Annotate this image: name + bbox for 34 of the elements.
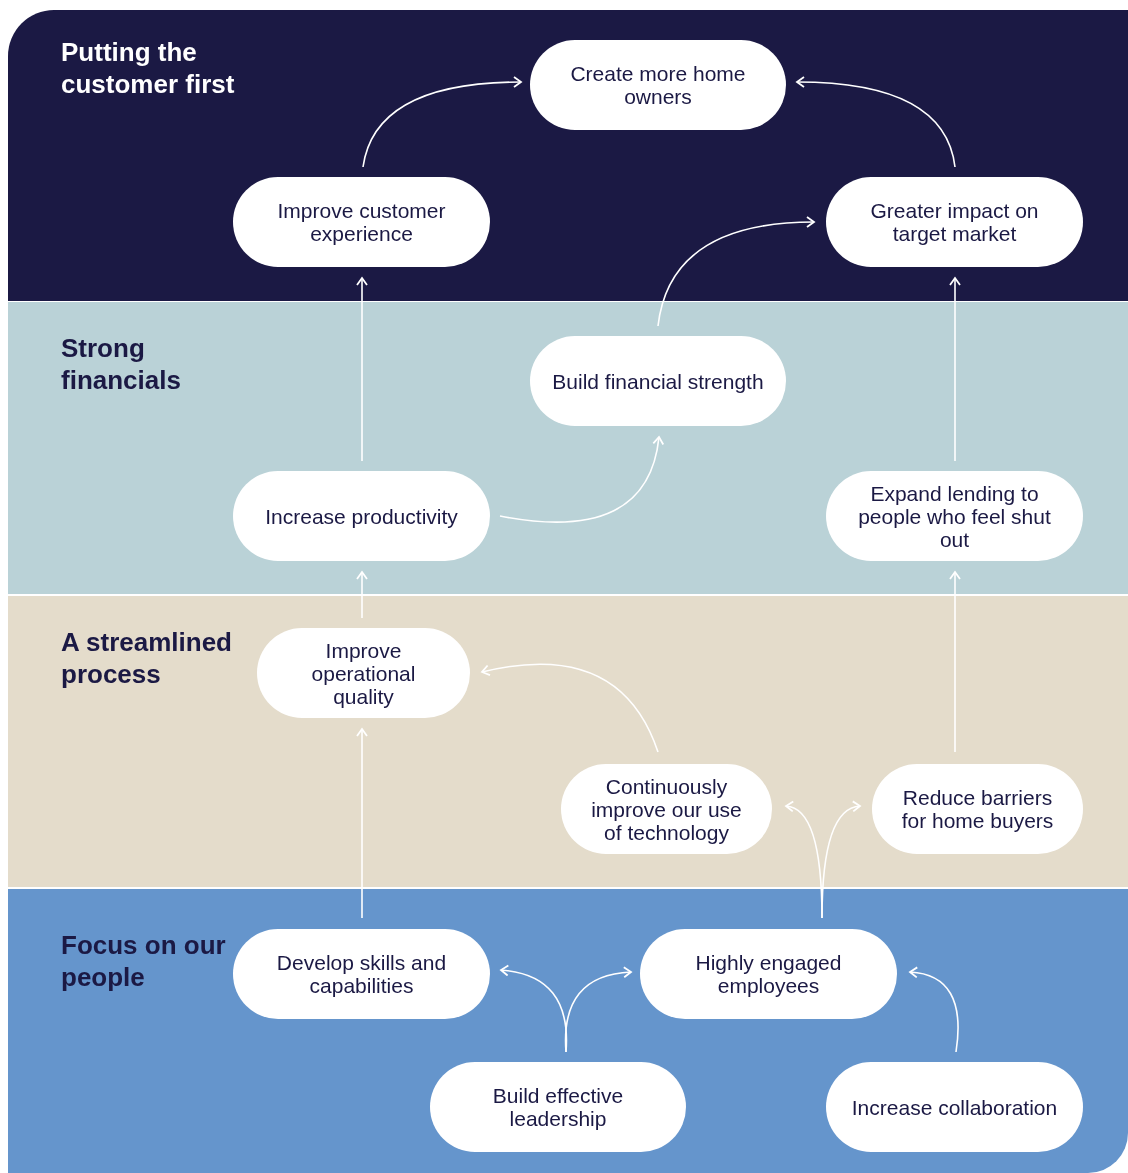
node-label: Build financial strength [552, 369, 764, 393]
arrow [949, 571, 961, 753]
node-label: Continuously improve our use of technology [590, 774, 743, 844]
arrow [657, 216, 815, 327]
node-label: Greater impact on target market [869, 199, 1040, 245]
band-panel [8, 596, 1128, 887]
node-label: Expand lending to people who feel shut out [857, 481, 1052, 551]
band-panel [8, 10, 1128, 301]
arrow [796, 76, 956, 168]
arrow [356, 277, 368, 462]
arrow [481, 663, 659, 753]
band-heading: Focus on our people [61, 929, 227, 993]
node-label: Highly engaged employees [694, 951, 843, 997]
band-panel [8, 889, 1128, 1173]
band-heading: Putting the customer first [61, 36, 236, 100]
node-label: Reduce barriers for home buyers [900, 786, 1055, 832]
node-label: Improve operational quality [310, 638, 417, 708]
node-label: Develop skills and capabilities [275, 951, 448, 997]
arrow [949, 277, 961, 462]
band-panel [8, 302, 1128, 594]
arrow [909, 966, 959, 1053]
arrow [821, 801, 861, 919]
node-label: Build effective leadership [491, 1084, 625, 1130]
band-heading: Strong financials [61, 332, 182, 396]
arrow [499, 436, 664, 523]
node-label: Improve customer experience [276, 199, 447, 245]
node-label: Increase productivity [265, 504, 458, 528]
arrow [356, 728, 368, 919]
node-label: Create more home owners [569, 62, 747, 108]
arrow [564, 966, 632, 1053]
arrow [362, 76, 522, 168]
band-heading: A streamlined process [61, 626, 233, 690]
node-label: Increase collaboration [851, 1095, 1058, 1119]
arrow [356, 571, 368, 619]
